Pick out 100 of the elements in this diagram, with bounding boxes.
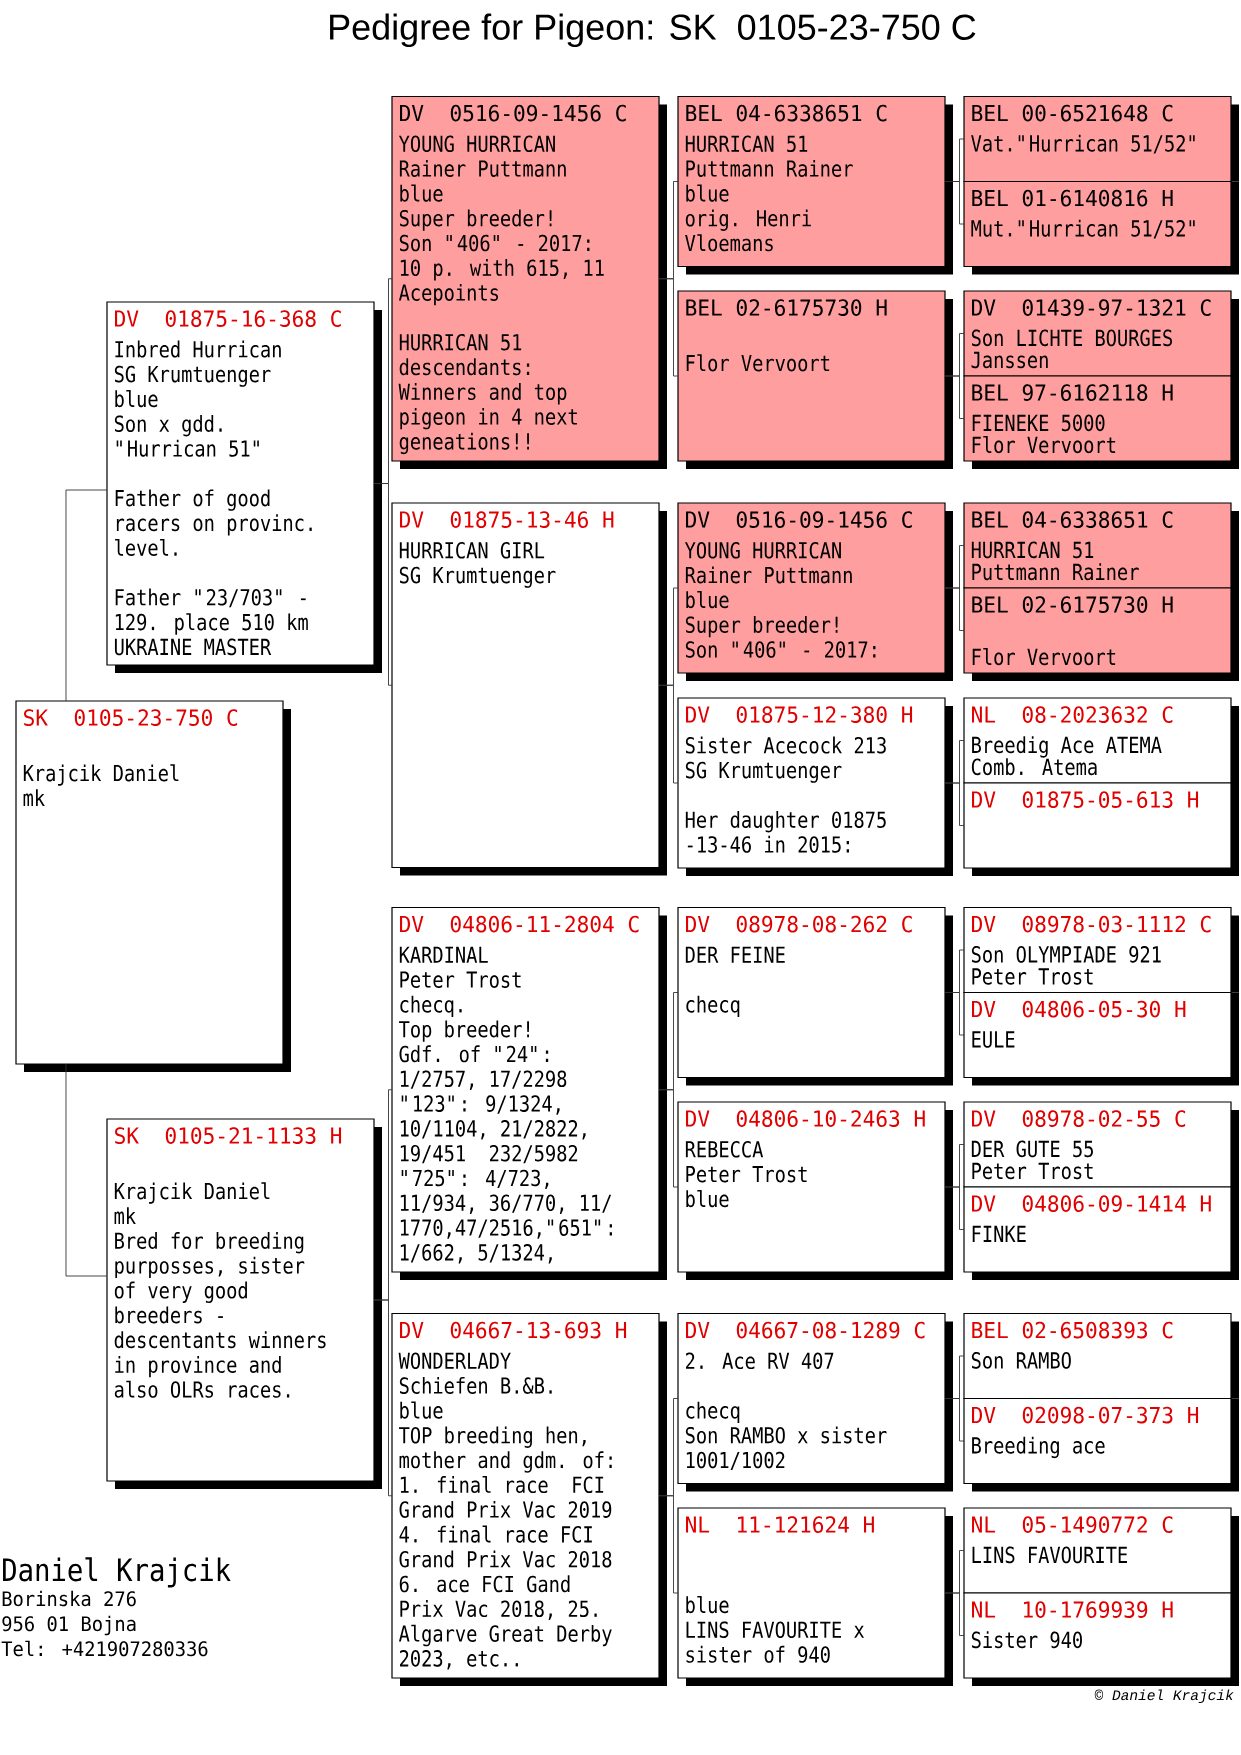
pedigree-card bbox=[391, 502, 667, 876]
info-text: blue bbox=[400, 184, 443, 202]
connector-line bbox=[944, 1398, 965, 1442]
ring-number: DV 0516-09-1456 C bbox=[686, 511, 912, 528]
info-text: LINS FAVOURITE x sister of 940 bbox=[686, 1621, 864, 1663]
ring-number: SK 0105-23-750 C bbox=[24, 709, 238, 726]
pedigree-card bbox=[963, 1397, 1239, 1492]
info-text: blue bbox=[686, 1596, 729, 1614]
info-text: Son RAMBO x sister 1001/1002 bbox=[685, 1426, 887, 1471]
info-text: Flor Vervoort bbox=[972, 436, 1116, 454]
ring-number: DV 04806-09-1414 H bbox=[972, 1195, 1211, 1212]
info-text: mk bbox=[114, 1207, 136, 1224]
info-text: Son LICHTE BOURGES bbox=[971, 329, 1172, 347]
info-text: Gdf. of "24": 1/2757, 17/2298 "123": 9/1324, 10/1104, 21/2822, 19/451 232/5982 "725": 4/723, 11/934, 36/770, 11/ 1770,47/2516,"651": 1/662, 5/1324, bbox=[399, 1045, 612, 1264]
info-text: Breeding ace bbox=[972, 1436, 1105, 1459]
info-text: Breedig Ace ATEMA bbox=[972, 736, 1162, 758]
pedigree-card bbox=[391, 95, 667, 469]
connector-line bbox=[658, 1089, 679, 1188]
info-text: blue bbox=[686, 1190, 729, 1208]
pedigree-card bbox=[963, 587, 1239, 681]
info-text: HURRICAN GIRL bbox=[399, 542, 545, 559]
pedigree-card bbox=[677, 95, 953, 275]
pedigree-card bbox=[677, 1312, 953, 1492]
ring-number: NL 10-1769939 H bbox=[972, 1601, 1173, 1618]
info-text: SG Krumtuenger bbox=[114, 365, 271, 387]
info-text: Peter Trost bbox=[972, 968, 1093, 985]
connector-line bbox=[944, 375, 965, 419]
info-text: EULE bbox=[972, 1031, 1015, 1048]
info-text: DER FEINE bbox=[685, 946, 785, 963]
info-text: Super breeder! bbox=[685, 616, 838, 638]
phone-number: Tel: +421907280336 bbox=[1, 1640, 208, 1657]
info-text: orig. Henri Vloemans bbox=[685, 209, 811, 252]
info-text: Father "23/703" - 129. place 510 km UKRAINE MASTER bbox=[114, 588, 308, 656]
connector-line bbox=[658, 1495, 679, 1594]
info-text: checq. bbox=[400, 995, 462, 1018]
pedigree-card bbox=[391, 1312, 667, 1686]
ring-number: DV 01875-12-380 H bbox=[686, 706, 913, 723]
pedigree-card bbox=[963, 95, 1239, 183]
title: Pedigree for Pigeon: SK 0105-23-750 C bbox=[330, 13, 976, 48]
ring-number: DV 02098-07-373 H bbox=[972, 1406, 1199, 1424]
info-text: LINS FAVOURITE bbox=[972, 1546, 1127, 1564]
ring-number: DV 04667-13-693 H bbox=[400, 1321, 627, 1339]
info-text: Father of good racers on provinc. level. bbox=[115, 489, 312, 556]
info-text: Her daughter 01875 -13-46 in 2015: bbox=[685, 811, 886, 853]
info-text: checq bbox=[686, 995, 740, 1018]
info-text: Peter Trost bbox=[400, 971, 521, 988]
info-text: Flor Vervoort bbox=[686, 354, 830, 372]
connector-line bbox=[944, 587, 965, 631]
pedigree-card bbox=[963, 502, 1239, 589]
owner-name: Daniel Krajcik bbox=[3, 1557, 231, 1588]
info-text: Sister 940 bbox=[971, 1631, 1082, 1649]
ring-number: DV 08978-02-55 C bbox=[972, 1110, 1186, 1127]
info-text: Peter Trost bbox=[972, 1162, 1093, 1180]
info-text: Son RAMBO bbox=[971, 1352, 1071, 1369]
info-text: Puttmann Rainer bbox=[686, 159, 853, 177]
info-text: HURRICAN 51 bbox=[971, 541, 1094, 559]
info-text: WONDERLADY bbox=[398, 1352, 511, 1370]
pedigree-card bbox=[677, 906, 953, 1086]
connector-line bbox=[373, 1299, 393, 1497]
pedigree-card bbox=[677, 1507, 953, 1686]
pedigree-card bbox=[963, 697, 1239, 784]
info-text: Sister Acecock 213 bbox=[685, 736, 886, 754]
info-text: KARDINAL bbox=[399, 946, 488, 963]
connector-line bbox=[944, 1186, 965, 1230]
connector-line bbox=[65, 1063, 108, 1277]
pedigree-card bbox=[963, 375, 1239, 469]
info-text: blue bbox=[686, 591, 729, 609]
ring-number: BEL 02-6175730 H bbox=[972, 596, 1173, 613]
info-text: SG Krumtuenger bbox=[399, 566, 556, 588]
ring-number: DV 01875-13-46 H bbox=[400, 511, 614, 528]
info-text: Puttmann Rainer bbox=[972, 563, 1139, 581]
info-text: Mut."Hurrican 51/52" bbox=[971, 219, 1195, 239]
ring-number: DV 01875-16-368 C bbox=[115, 310, 341, 327]
pedigree-card bbox=[963, 180, 1239, 275]
ring-number: SK 0105-21-1133 H bbox=[115, 1127, 342, 1144]
info-text: Son OLYMPIADE 921 bbox=[971, 946, 1161, 963]
info-text: Krajcik Daniel bbox=[114, 1182, 270, 1204]
info-text: Krajcik Daniel bbox=[23, 764, 179, 786]
info-text: YOUNG HURRICAN bbox=[398, 135, 555, 153]
info-text: Schiefen B.&B. bbox=[399, 1376, 552, 1394]
info-text: YOUNG HURRICAN bbox=[684, 542, 841, 559]
pedigree-card bbox=[963, 1312, 1239, 1400]
info-text: HURRICAN 51 descendants: Winners and top pigeon in 4 next geneations!! bbox=[398, 333, 577, 455]
info-text: Top breeder! bbox=[399, 1020, 529, 1042]
info-text: 2. Ace RV 407 bbox=[686, 1352, 834, 1370]
info-text: SG Krumtuenger bbox=[685, 761, 842, 783]
pedigree-card bbox=[963, 1592, 1239, 1686]
info-text: FIENEKE 5000 bbox=[972, 414, 1105, 432]
pedigree-card bbox=[963, 290, 1239, 377]
ring-number: BEL 02-6175730 H bbox=[686, 299, 887, 316]
ring-number: DV 04806-11-2804 C bbox=[400, 915, 639, 933]
pedigree-card bbox=[963, 1101, 1239, 1188]
info-text: Bred for breeding purposses, sister of very good breeders - descentants winners in province and also OLRs races. bbox=[114, 1232, 326, 1398]
info-text: blue bbox=[686, 184, 729, 202]
ring-number: BEL 00-6521648 C bbox=[972, 104, 1173, 122]
info-text: mk bbox=[23, 789, 45, 806]
connector-line bbox=[944, 992, 965, 1036]
pedigree-card bbox=[106, 301, 382, 673]
info-text: Peter Trost bbox=[686, 1166, 807, 1183]
ring-number: DV 04806-10-2463 H bbox=[686, 1110, 925, 1127]
